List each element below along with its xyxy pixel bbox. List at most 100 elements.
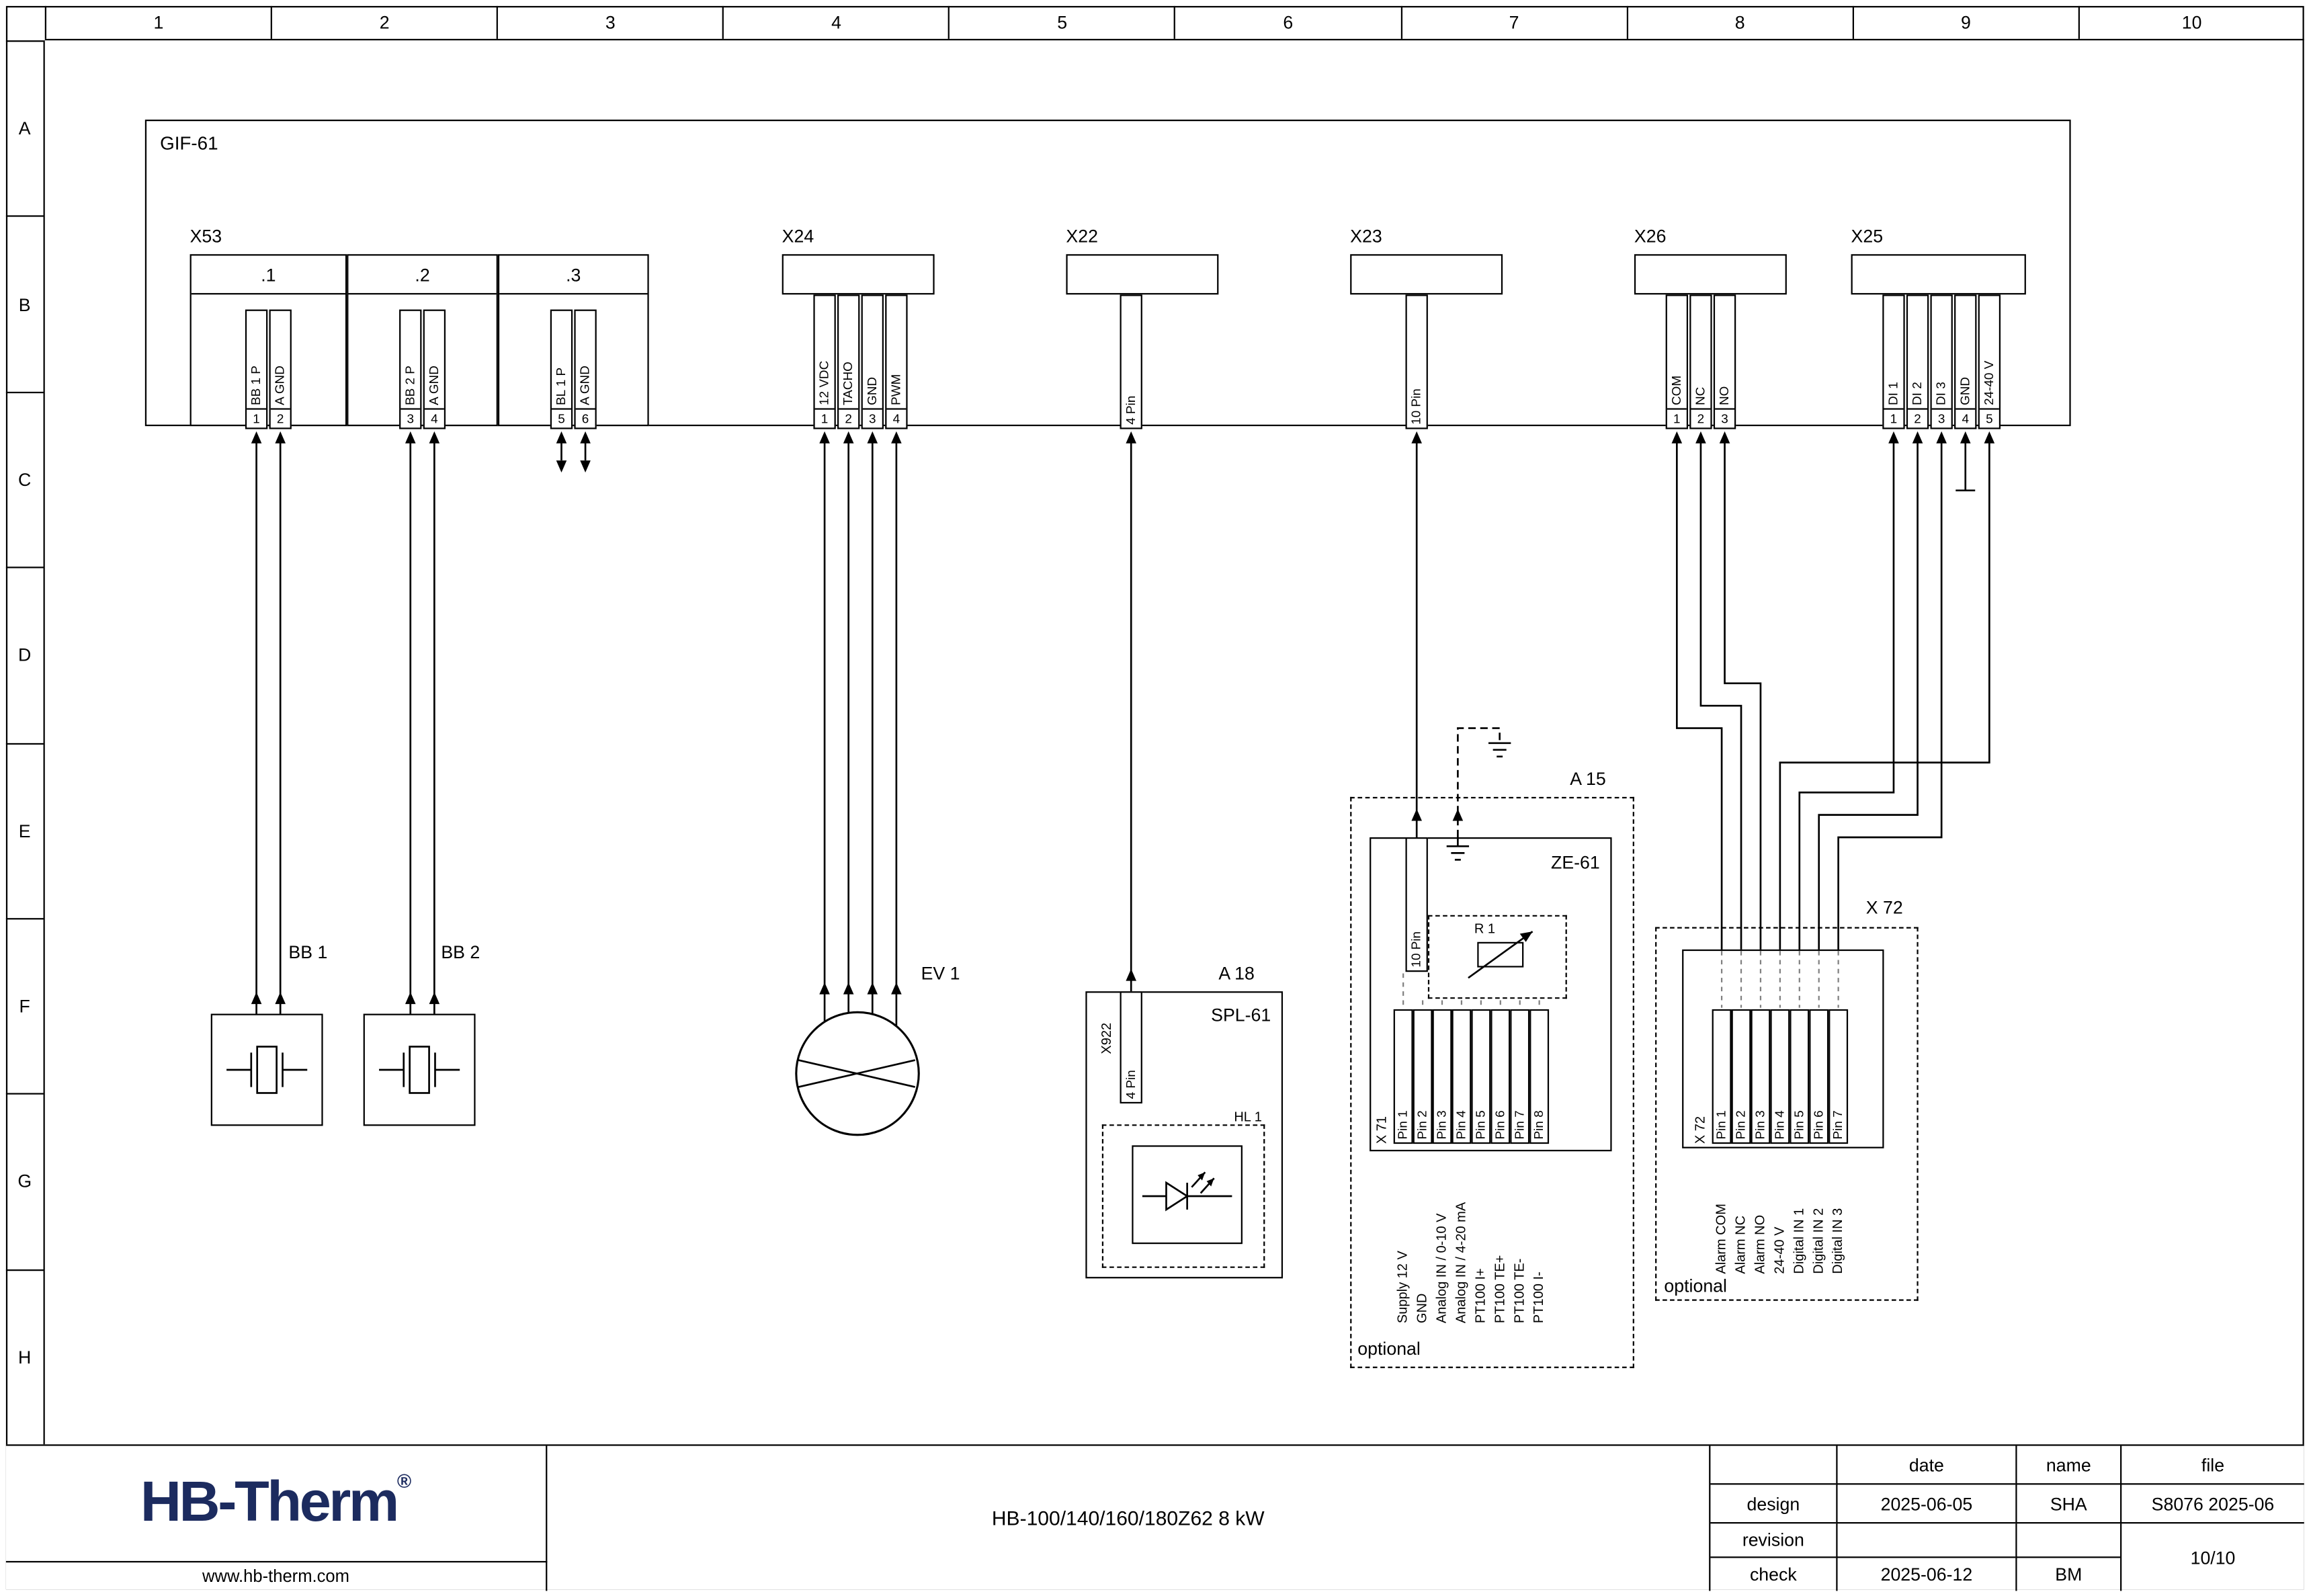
block-header: .2 bbox=[348, 255, 497, 295]
x26-pin-strip: COM 1 bbox=[1665, 294, 1689, 429]
pin-label: Pin 1 bbox=[1394, 1110, 1411, 1140]
row-label: D bbox=[5, 566, 44, 743]
registered-mark: ® bbox=[396, 1470, 412, 1493]
pin-label: 4 Pin bbox=[1122, 395, 1138, 425]
lamp-label-hl1: HL 1 bbox=[1234, 1109, 1262, 1125]
x25-pin-strip: DI 3 3 bbox=[1930, 294, 1953, 429]
pin-label: Pin 7 bbox=[1511, 1110, 1527, 1140]
optional-label: optional bbox=[1664, 1275, 1727, 1297]
x922-pin-strip: 4 Pin bbox=[1120, 991, 1142, 1104]
pin-label: 4 Pin bbox=[1122, 1070, 1138, 1099]
check-date: 2025-06-12 bbox=[1836, 1558, 2015, 1591]
x53-pin-strip: A GND 4 bbox=[423, 309, 446, 429]
x23-pin-strip: 10 Pin bbox=[1405, 294, 1428, 429]
revision-date bbox=[1836, 1523, 2016, 1558]
column-label: 4 bbox=[722, 5, 948, 39]
logo-cell: HB-Therm® bbox=[6, 1445, 548, 1561]
pin-label: Pin 3 bbox=[1433, 1110, 1449, 1140]
pin-number: 2 bbox=[270, 408, 290, 427]
hl1-lamp-box bbox=[1132, 1145, 1243, 1245]
x22-pin-strip: 4 Pin bbox=[1120, 294, 1142, 429]
connector-designator-x922: X922 bbox=[1099, 1022, 1114, 1054]
row-label: C bbox=[5, 391, 44, 566]
row-label: F bbox=[5, 917, 44, 1093]
pin-label: Pin 2 bbox=[1732, 1110, 1749, 1140]
pin-label: A GND bbox=[271, 366, 288, 405]
x24-pin-strip: PWM 4 bbox=[885, 294, 908, 429]
signal-label: Alarm NC bbox=[1732, 1215, 1749, 1274]
pin-number: 3 bbox=[1931, 408, 1951, 427]
resistor-label-r1: R 1 bbox=[1474, 921, 1496, 936]
column-ruler: 1 2 3 4 5 6 7 8 9 10 bbox=[44, 5, 2304, 41]
signal-label: Alarm COM bbox=[1713, 1204, 1729, 1274]
hl1-dashed-box bbox=[1101, 1124, 1265, 1268]
revision-label: revision bbox=[1710, 1523, 1837, 1558]
x71-pin-strip: Pin 2 bbox=[1413, 1009, 1433, 1144]
x72-connector-box bbox=[1682, 949, 1884, 1148]
pin-number: 6 bbox=[575, 408, 595, 427]
signal-label: Supply 12 V bbox=[1394, 1251, 1411, 1324]
x71-pin-strip: Pin 8 bbox=[1529, 1009, 1550, 1144]
pin-number: 4 bbox=[424, 408, 444, 427]
pin-label: GND bbox=[1957, 376, 1972, 405]
pin-label: NO bbox=[1716, 386, 1732, 405]
pin-label: A GND bbox=[577, 366, 593, 405]
connector-label-x23: X23 bbox=[1350, 225, 1382, 247]
pin-label: Pin 2 bbox=[1414, 1110, 1430, 1140]
x72-pin-strip: Pin 2 bbox=[1731, 1009, 1751, 1144]
signal-label: PT100 TE- bbox=[1511, 1258, 1527, 1324]
check-label: check bbox=[1749, 1564, 1797, 1585]
pin-label: Pin 6 bbox=[1492, 1110, 1507, 1140]
pin-label: Pin 3 bbox=[1752, 1110, 1767, 1140]
pin-label: BL 1 P bbox=[553, 367, 569, 405]
connector-label-x22: X22 bbox=[1066, 225, 1098, 247]
pin-label: 10 Pin bbox=[1408, 388, 1424, 425]
pin-label: GND bbox=[864, 376, 880, 405]
row-label: B bbox=[5, 216, 44, 391]
pin-label: DI 1 bbox=[1885, 382, 1900, 405]
pin-number: 2 bbox=[1908, 408, 1928, 427]
x26-pin-strip: NO 3 bbox=[1713, 294, 1736, 429]
pin-number: 1 bbox=[1884, 408, 1904, 427]
x53-block-1: .1 bbox=[190, 254, 347, 427]
column-label: 5 bbox=[948, 5, 1174, 39]
connector-designator-x71: X 71 bbox=[1374, 1116, 1390, 1144]
x24-connector bbox=[782, 254, 935, 295]
pin-label: BB 2 P bbox=[402, 366, 417, 405]
x72-pin-strip: Pin 1 bbox=[1712, 1009, 1732, 1144]
x71-pin-strip: Pin 1 bbox=[1393, 1009, 1413, 1144]
pin-label: BB 1 P bbox=[248, 366, 263, 405]
x53-pin-strip: A GND 6 bbox=[574, 309, 597, 429]
ref-label-a18: A 18 bbox=[1218, 962, 1255, 984]
connector-designator-x72: X 72 bbox=[1692, 1116, 1708, 1144]
x25-pin-strip: DI 2 2 bbox=[1906, 294, 1929, 429]
x24-pin-strip: GND 3 bbox=[861, 294, 884, 429]
check-name: BM bbox=[2015, 1558, 2120, 1591]
pin-number: 5 bbox=[1979, 408, 1999, 427]
pin-label: DI 3 bbox=[1933, 382, 1949, 405]
pin-label: Pin 5 bbox=[1472, 1110, 1488, 1140]
signal-label: 24-40 V bbox=[1771, 1226, 1787, 1274]
x22-connector bbox=[1066, 254, 1219, 295]
connector-label-x26: X26 bbox=[1634, 225, 1667, 247]
component-bb2 bbox=[363, 1013, 476, 1126]
pin-label: TACHO bbox=[840, 362, 855, 405]
pin-number: 2 bbox=[1691, 408, 1711, 427]
x25-pin-strip: DI 1 1 bbox=[1882, 294, 1905, 429]
x23-connector bbox=[1350, 254, 1503, 295]
pin-number: 3 bbox=[1715, 408, 1734, 427]
design-date: 2025-06-05 bbox=[1836, 1484, 2016, 1524]
signal-label: PT100 TE+ bbox=[1492, 1255, 1507, 1324]
pin-number: 2 bbox=[839, 408, 859, 427]
pin-number: 1 bbox=[814, 408, 835, 427]
x24-pin-strip: 12 VDC 1 bbox=[813, 294, 836, 429]
ref-label-a15: A 15 bbox=[1570, 768, 1606, 790]
pin-number: 3 bbox=[862, 408, 882, 427]
optional-label: optional bbox=[1357, 1338, 1421, 1359]
pin-label: Pin 1 bbox=[1713, 1110, 1729, 1140]
pin-label: Pin 6 bbox=[1810, 1110, 1826, 1140]
x71-pin-strip: Pin 5 bbox=[1471, 1009, 1491, 1144]
pin-label: Pin 4 bbox=[1771, 1110, 1787, 1140]
signal-label: PT100 I- bbox=[1531, 1271, 1546, 1324]
column-label: 8 bbox=[1626, 5, 1852, 39]
